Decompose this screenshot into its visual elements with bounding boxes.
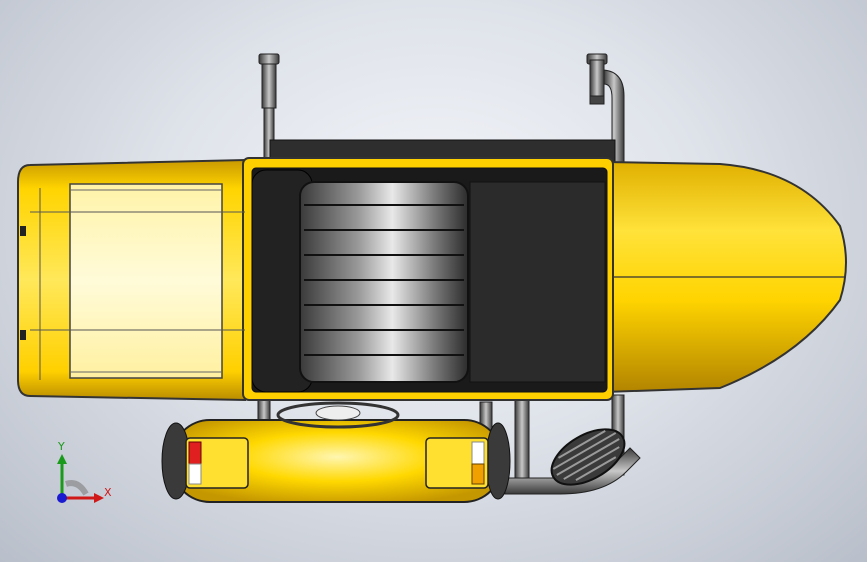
z-axis-dot: [57, 493, 67, 503]
seat: [251, 169, 606, 393]
rear-tank: [161, 401, 511, 503]
bed-panel: [20, 183, 245, 380]
y-axis-label: Y: [58, 440, 65, 453]
x-axis-label: X: [104, 486, 112, 499]
muffler-grille: [550, 428, 626, 486]
axis-triad: Y X: [48, 440, 118, 510]
exhaust-stack-left: [258, 53, 280, 164]
exhaust-stack-right: [586, 53, 625, 166]
